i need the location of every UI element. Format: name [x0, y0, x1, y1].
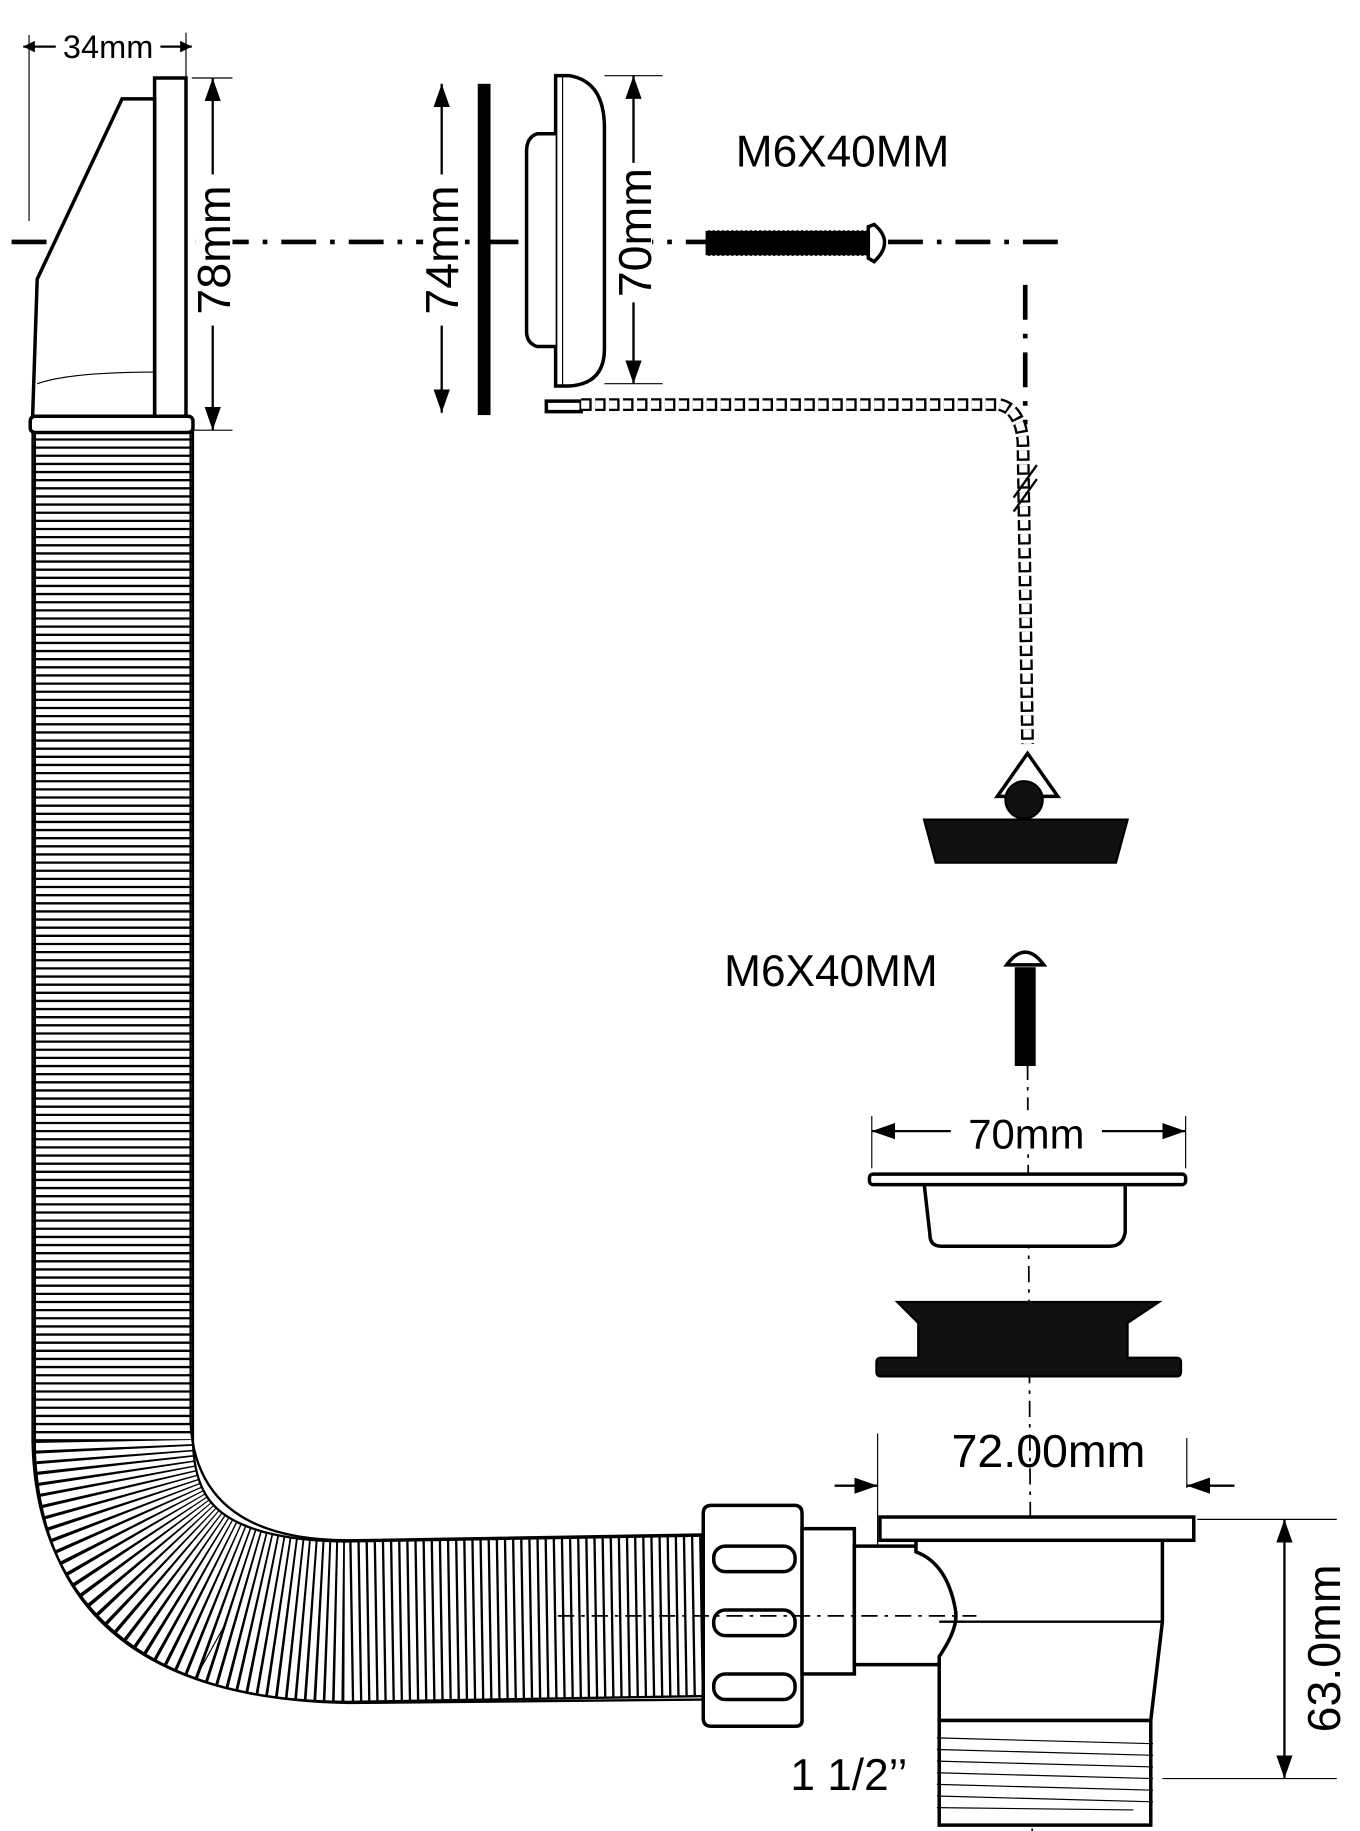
dimension-70mm-vertical: 70mm: [604, 75, 663, 385]
waste-centerline: [1026, 1063, 1034, 1831]
dimension-label: 70mm: [968, 1111, 1084, 1158]
dimension-34mm: 34mm: [23, 29, 192, 221]
overflow-screw-label: M6X40MM: [736, 127, 949, 176]
dimension-label: 34mm: [63, 29, 153, 65]
rubber-washer: [875, 1300, 1183, 1378]
dimension-label: 74mm: [416, 185, 468, 314]
plug-stopper: [922, 780, 1130, 864]
dimension-72mm: 72.00mm: [834, 1425, 1235, 1564]
dimension-label: 63.0mm: [1298, 1564, 1350, 1732]
thread-size-label: 1 1/2’’: [790, 1751, 907, 1800]
waste-body: [557, 1503, 1196, 1827]
dimension-74mm: 74mm: [416, 83, 468, 413]
overflow-screw: [705, 222, 887, 264]
waste-screw-label: M6X40MM: [724, 947, 937, 996]
flexible-hose: [31, 424, 705, 1705]
dimension-label: 72.00mm: [952, 1425, 1146, 1477]
overflow-body: [28, 76, 195, 435]
waste-screw: [1003, 950, 1048, 1067]
overflow-gasket: [477, 83, 491, 416]
overflow-cover: [524, 73, 607, 414]
strainer: [867, 1172, 1188, 1248]
dimension-63mm: 63.0mm: [1162, 1518, 1350, 1780]
dimension-label: 78mm: [188, 185, 240, 314]
chain: [581, 398, 1062, 799]
dimension-label: 70mm: [609, 168, 661, 297]
dimension-78mm: 78mm: [188, 77, 240, 431]
dimension-70mm-horizontal: 70mm: [871, 1110, 1187, 1169]
